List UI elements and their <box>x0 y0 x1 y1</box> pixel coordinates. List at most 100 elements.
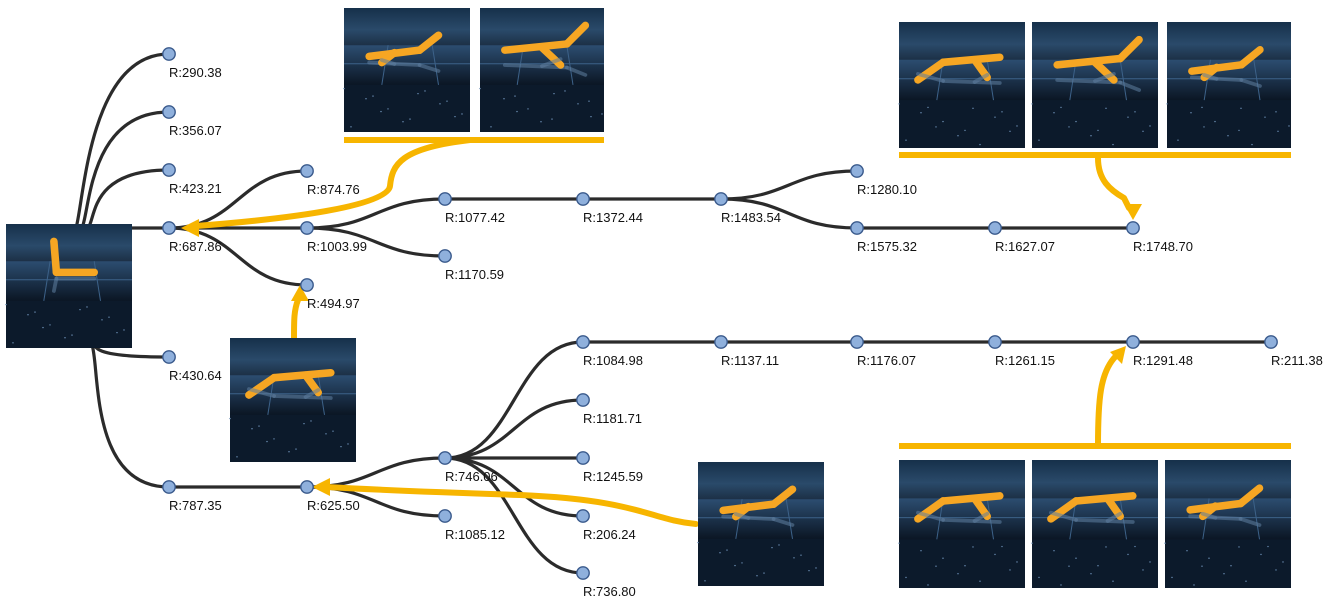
reward-label: R:206.24 <box>583 527 636 542</box>
reward-label: R:1176.07 <box>857 353 916 368</box>
reward-label: R:494.97 <box>307 296 360 311</box>
tree-node <box>850 335 864 349</box>
robot-frame <box>1166 22 1291 148</box>
tree-node <box>438 451 452 465</box>
tree-edge <box>74 52 171 230</box>
snap-mid-left <box>229 338 356 462</box>
robot-frame <box>5 224 132 348</box>
reward-label: R:736.80 <box>583 584 636 599</box>
tree-node <box>850 221 864 235</box>
robot-frame <box>1031 460 1158 588</box>
arrowhead-icon <box>291 285 309 301</box>
tree-node <box>1264 335 1278 349</box>
reward-label: R:1245.59 <box>583 469 643 484</box>
arrowhead-icon <box>181 219 199 237</box>
reward-label: R:290.38 <box>169 65 222 80</box>
tree-node <box>438 249 452 263</box>
reward-label: R:1261.15 <box>995 353 1055 368</box>
robot-frame <box>479 8 604 132</box>
reward-label: R:1748.70 <box>1133 239 1193 254</box>
reward-label: R:356.07 <box>169 123 222 138</box>
tree-edge <box>719 169 859 201</box>
tree-node <box>576 192 590 206</box>
tree-node <box>438 509 452 523</box>
tree-node <box>300 221 314 235</box>
robot-frame <box>343 8 470 132</box>
tree-node <box>576 509 590 523</box>
tree-node <box>1126 221 1140 235</box>
tree-edge <box>167 226 309 287</box>
reward-label: R:1575.32 <box>857 239 917 254</box>
reward-label: R:874.76 <box>307 182 360 197</box>
tree-node <box>576 335 590 349</box>
highlight-arrow-to-494 <box>291 297 301 341</box>
highlight-arrow-to-1291 <box>1095 353 1119 449</box>
reward-label: R:1084.98 <box>583 353 643 368</box>
tree-edge <box>86 168 171 230</box>
tree-node <box>714 335 728 349</box>
tree-edge <box>305 197 447 230</box>
tree-edge <box>90 343 171 489</box>
reward-label: R:787.35 <box>169 498 222 513</box>
highlight-arrow-to-1748 <box>1095 155 1132 211</box>
arrowhead-icon <box>1110 346 1126 364</box>
tree-edge <box>443 456 585 518</box>
tree-edge <box>443 340 585 460</box>
tree-node <box>576 451 590 465</box>
tree-edge <box>719 197 859 230</box>
reward-label: R:1077.42 <box>445 210 505 225</box>
tree-node <box>300 480 314 494</box>
tree-node <box>576 393 590 407</box>
tree-node <box>162 221 176 235</box>
reward-label: R:1085.12 <box>445 527 505 542</box>
robot-frame <box>898 22 1025 148</box>
tree-node <box>714 192 728 206</box>
tree-edge <box>80 110 171 230</box>
reward-label: R:687.86 <box>169 239 222 254</box>
tree-node <box>300 278 314 292</box>
highlight-arrows <box>181 137 1291 527</box>
tree-node <box>576 566 590 580</box>
tree-node <box>162 105 176 119</box>
arrowhead-icon <box>1124 204 1142 220</box>
tree-node <box>988 221 1002 235</box>
tree-node <box>162 480 176 494</box>
tree-node <box>1126 335 1140 349</box>
reward-label: R:1137.11 <box>721 353 779 368</box>
reward-label: R:430.64 <box>169 368 222 383</box>
robot-frame <box>898 460 1025 588</box>
tree-node <box>438 192 452 206</box>
reward-label: R:1483.54 <box>721 210 781 225</box>
reward-label: R:1170.59 <box>445 267 504 282</box>
tree-node <box>162 163 176 177</box>
robot-frame <box>229 338 356 462</box>
reward-labels: R:290.38R:356.07R:423.21R:687.86R:430.64… <box>169 65 1323 599</box>
robot-frame <box>697 462 824 586</box>
tree-edge <box>443 456 585 575</box>
reward-label: R:211.38 <box>1271 353 1323 368</box>
snap-bottom-right <box>898 460 1291 588</box>
root-snapshot <box>5 224 132 348</box>
tree-edge <box>305 226 447 258</box>
tree-node <box>162 47 176 61</box>
tree-nodes <box>162 47 1278 580</box>
tree-edges <box>74 52 1273 575</box>
tree-node <box>162 350 176 364</box>
robot-frame <box>1031 22 1158 148</box>
highlight-arrow-to-687 <box>193 137 473 229</box>
reward-label: R:1003.99 <box>307 239 367 254</box>
reward-label: R:625.50 <box>307 498 360 513</box>
reward-label: R:1181.71 <box>583 411 642 426</box>
snap-bottom-mid <box>697 462 824 586</box>
snap-top-left <box>343 8 604 132</box>
reward-label: R:423.21 <box>169 181 222 196</box>
reward-label: R:1627.07 <box>995 239 1055 254</box>
tree-node <box>988 335 1002 349</box>
arrowhead-icon <box>312 478 330 496</box>
robot-frame <box>1164 460 1291 588</box>
reward-label: R:1372.44 <box>583 210 643 225</box>
tree-node <box>300 164 314 178</box>
tree-edge <box>443 398 585 460</box>
reward-label: R:1291.48 <box>1133 353 1193 368</box>
